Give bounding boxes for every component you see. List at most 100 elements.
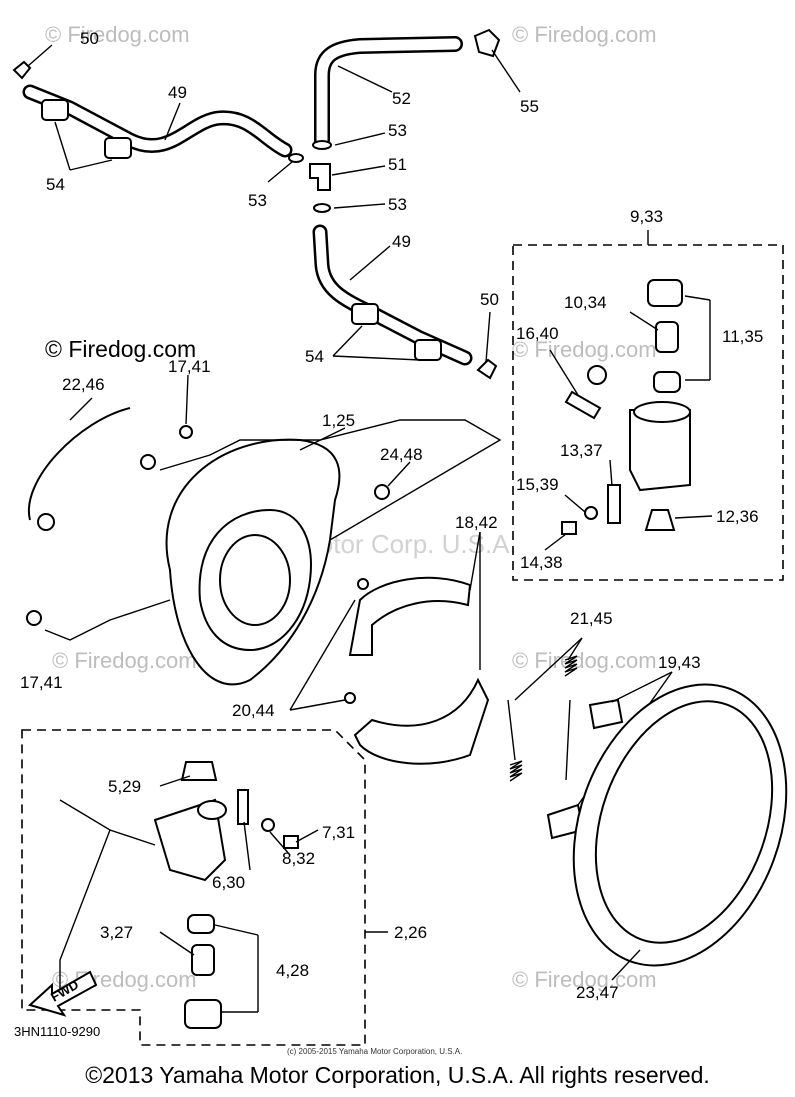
o-ring [313,203,331,213]
piston [655,321,679,353]
part-label: 12,36 [716,507,759,526]
part-label: 20,44 [232,701,275,720]
part-label: 17,41 [168,357,211,376]
part-label: 24,48 [380,445,423,464]
bleeder-cap [587,365,607,385]
brake-pipe [27,407,131,521]
part-label: 51 [388,155,407,174]
part-label: 55 [520,97,539,116]
plate [237,789,249,825]
brake-shoe [348,576,472,656]
cylinder-bore [197,800,227,820]
part-label: 18,42 [455,513,498,532]
brake-shoe [353,677,490,765]
washer [261,818,275,832]
copyright-footer: ©2013 Yamaha Motor Corporation, U.S.A. A… [85,1062,710,1088]
part-label: 4,28 [276,961,309,980]
part-label: 15,39 [516,475,559,494]
boot [184,999,222,1029]
part-label: 54 [305,347,324,366]
part-label: 14,38 [520,553,563,572]
part-label: 8,32 [282,849,315,868]
pipe-fitting [37,513,55,531]
watermark: © Firedog.com [52,648,197,673]
joint [309,163,331,191]
bleeder [564,390,602,420]
plate-hole [219,534,291,626]
watermark: © Firedog.com [512,337,657,362]
part-label: 5,29 [108,777,141,796]
drum-seal [572,683,788,981]
pin [344,692,356,704]
part-label: 9,33 [630,207,663,226]
cup [653,371,681,393]
part-label: 52 [392,89,411,108]
part-label: 49 [392,232,411,251]
leader-lines [289,531,481,711]
washer [584,506,598,520]
bolt [26,610,42,626]
part-label: 17,41 [20,673,63,692]
part-label: 16,40 [516,324,559,343]
part-label: 22,46 [62,375,105,394]
leader-lines [544,295,713,551]
part-label: 3,27 [100,923,133,942]
part-label: 7,31 [322,823,355,842]
small-copyright: (c) 2005-2015 Yamaha Motor Corporation, … [287,1047,463,1056]
brake-shoes [344,576,490,765]
part-label: 6,30 [212,873,245,892]
hose-clip [476,358,498,380]
hose-clamp [351,303,379,325]
wheel-cylinder-right [561,279,691,535]
part-label: 53 [388,121,407,140]
wheel-cylinder-left-box [21,729,366,1046]
part-label: 11,35 [722,327,763,346]
part-label: 49 [168,83,187,102]
clip [588,698,624,730]
bolt [179,425,193,439]
plate [607,484,621,524]
boot [647,279,683,307]
part-label: 21,45 [570,609,613,628]
part-label: 10,34 [564,293,607,312]
part-label: 23,47 [576,983,619,1002]
watermark: © Firedog.com [45,22,190,47]
watermark-dark: © Firedog.com [45,336,196,362]
part-label: 53 [248,191,267,210]
leader-lines [27,44,521,363]
part-label: 19,43 [658,653,701,672]
pipe-fitting [140,454,156,470]
part-labels: 50 49 52 55 53 51 54 53 53 49 9,33 50 10… [14,29,763,1039]
leader-lines [44,374,502,641]
piston [191,944,215,976]
springs [507,637,583,782]
part-label: 2,26 [394,923,427,942]
o-ring [312,140,332,150]
seal-inner [594,700,774,944]
cup [187,914,215,934]
watermark-layer: © Firedog.com © Firedog.com © Firedog.co… [45,22,657,992]
adjuster [180,761,218,781]
hose-clip [12,60,32,80]
cylinder-bore [633,401,691,423]
watermark: © Firedog.com [512,967,657,992]
bolt [561,521,577,535]
hose-clamp [414,339,442,361]
hose-clamp [104,137,132,159]
backing-plate [26,407,390,686]
wheel-cylinder-left [153,761,299,1029]
part-label: 53 [388,195,407,214]
bolt [283,835,299,849]
pin [357,578,369,590]
hose-clip [473,28,501,58]
part-label: 54 [46,175,65,194]
watermark: © Firedog.com [512,22,657,47]
fwd-arrow-shape [28,970,98,1017]
hose-assembly [12,28,501,380]
diagram-code: 3HN1110-9290 [14,1024,100,1039]
adjuster [644,509,676,531]
watermark: © Firedog.com [512,648,657,673]
hose-clamp [41,99,69,121]
part-label: 1,25 [322,411,355,430]
